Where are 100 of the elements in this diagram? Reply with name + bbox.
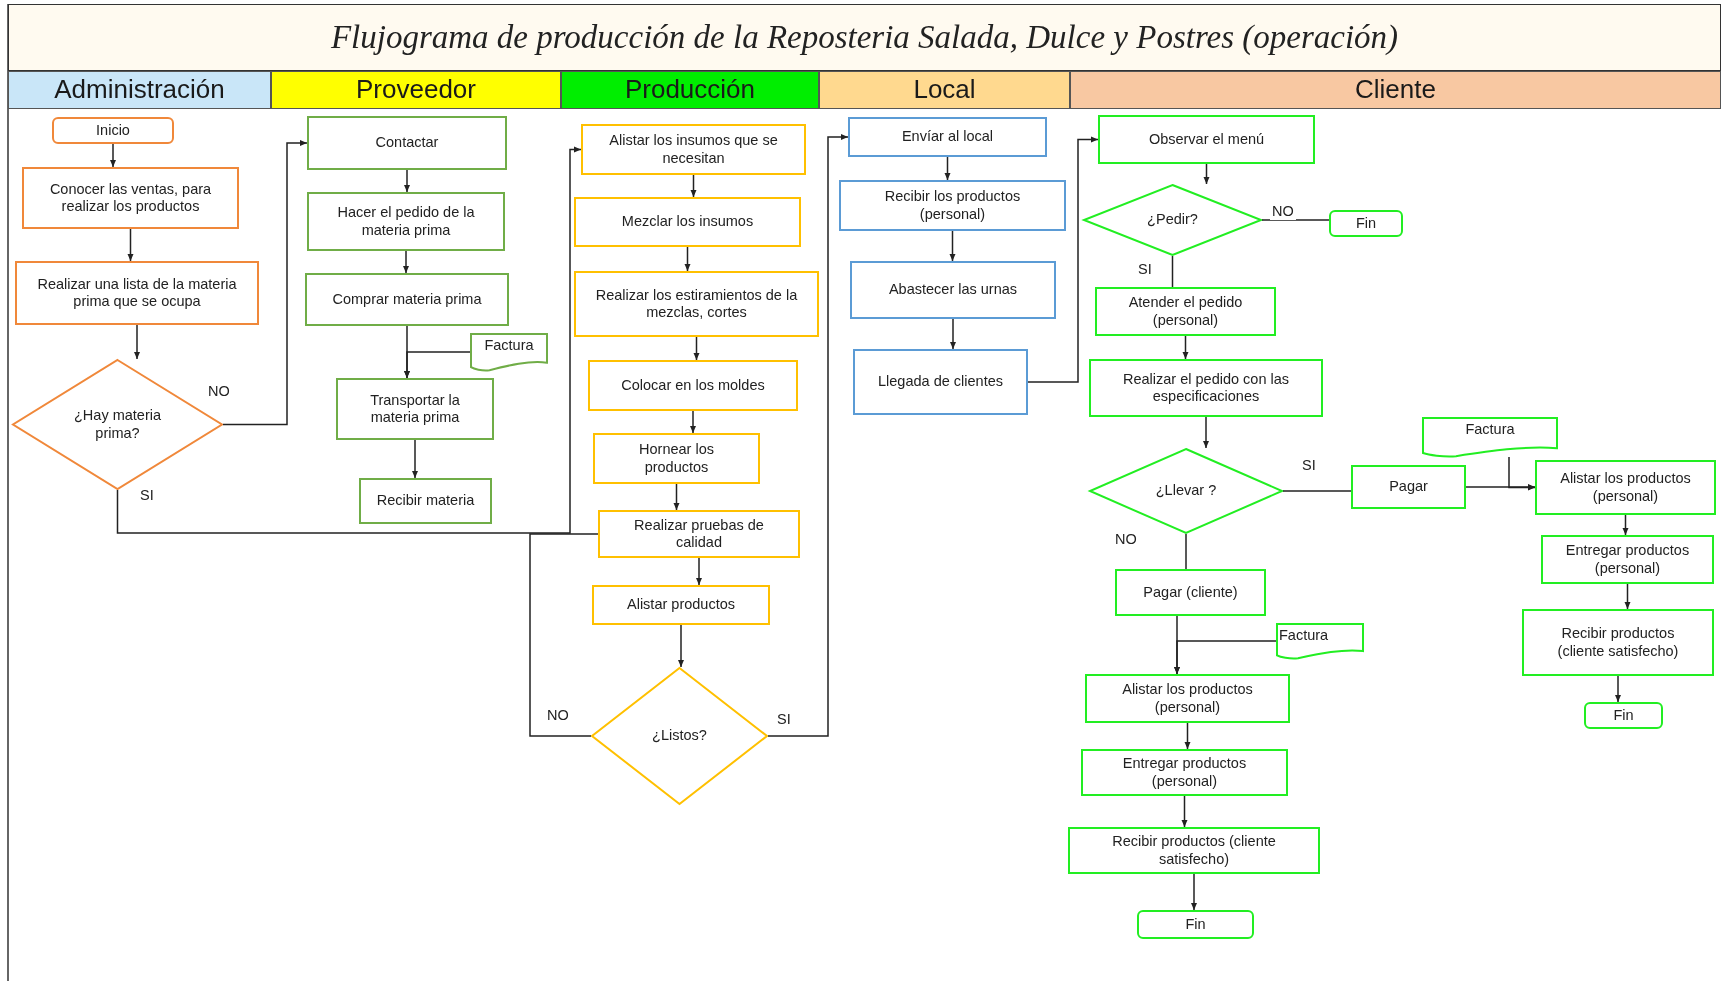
step-text: Recibir productos (cliente satisfecho) (1556, 625, 1680, 660)
step-text: Conocer las ventas, para realizar los productos (48, 180, 213, 216)
document-shape (1422, 417, 1558, 457)
lane-header (561, 71, 819, 109)
step-text: Recibir productos (cliente satisfecho) (1111, 833, 1277, 868)
step-text: Realizar una lista de la materia prima que se ocupa (36, 275, 238, 311)
step-text: Hacer el pedido de la materia prima (336, 204, 476, 239)
process-box (305, 273, 509, 326)
step-text: Transportar la materia prima (369, 391, 461, 427)
step-text: Llegada de clientes (877, 373, 1004, 391)
arrow (134, 324, 140, 360)
process-box (850, 261, 1056, 319)
lane-header (271, 71, 561, 109)
step-text: Realizar los estiramientos de la mezclas, cortes (594, 286, 799, 322)
step-text: ¿Pedir? (1146, 211, 1199, 229)
connector-line (1171, 255, 1174, 288)
terminal-box (1584, 702, 1663, 729)
lane-header (1070, 71, 1721, 109)
arrow (403, 250, 409, 274)
process-box (1541, 535, 1714, 584)
process-box (1115, 569, 1266, 616)
arrow (1624, 583, 1631, 610)
arrow (1203, 163, 1210, 185)
process-box (1098, 115, 1315, 164)
step-text: Entregar productos (personal) (1564, 542, 1691, 577)
step-text: Envíar al local (900, 128, 995, 146)
step-text: Pagar (1388, 478, 1429, 496)
step-text: Alistar los productos (personal) (1121, 681, 1254, 716)
step-text: Factura (483, 337, 535, 355)
arrow (127, 228, 134, 262)
arrow (1203, 416, 1209, 449)
decision-diamond (591, 667, 768, 805)
process-box (1095, 287, 1276, 336)
decision-diamond (1083, 184, 1262, 256)
process-box (1535, 460, 1716, 515)
arrow (1174, 640, 1277, 675)
step-text: Realizar el pedido con las especificaciones (1121, 370, 1290, 406)
arrow (404, 169, 410, 193)
process-box (1089, 359, 1323, 417)
step-text: Comprar materia prima (331, 290, 483, 309)
process-box (848, 117, 1047, 157)
step-text: Contactar (374, 134, 440, 152)
connector-line (1185, 533, 1187, 570)
arrow (1182, 335, 1189, 360)
step-text: Mezclar los insumos (620, 213, 755, 231)
arrow (1622, 514, 1629, 536)
process-box (839, 180, 1066, 231)
process-box (1085, 674, 1290, 723)
process-box (593, 433, 760, 484)
connector-line (529, 533, 599, 737)
edge-label: NO (1270, 204, 1296, 220)
process-box (1522, 609, 1714, 676)
process-box (22, 167, 239, 229)
step-text: ¿Llevar ? (1154, 482, 1218, 500)
terminal-box (52, 117, 174, 144)
step-text: ¿Hay materia prima? (73, 407, 162, 442)
arrow (110, 143, 116, 168)
step-text: Pagar (cliente) (1142, 583, 1239, 602)
arrow (1181, 795, 1188, 828)
arrow (1508, 456, 1536, 491)
process-box (581, 124, 806, 175)
process-box (336, 378, 494, 440)
process-box (592, 585, 770, 625)
arrow (1027, 136, 1099, 383)
step-text: Alistar los productos (personal) (1559, 470, 1692, 505)
arrow (684, 246, 691, 272)
step-text: Inicio (95, 121, 131, 140)
step-text: Fin (1612, 706, 1635, 725)
step-text: Recibir los productos (personal) (883, 188, 1022, 223)
terminal-box (1329, 210, 1403, 237)
process-box (1081, 749, 1288, 796)
arrow (690, 174, 697, 198)
process-box (853, 349, 1028, 415)
process-box (307, 116, 507, 170)
step-text: Factura (1464, 421, 1516, 439)
arrow (693, 336, 700, 361)
arrow (678, 624, 684, 668)
step-text: Factura (1278, 627, 1330, 645)
process-box (15, 261, 259, 325)
decision-diamond (1089, 448, 1283, 534)
lane-title: Proveedor (355, 74, 477, 106)
process-box (598, 510, 800, 558)
step-text: Alistar productos (626, 596, 736, 614)
lane-header (819, 71, 1070, 109)
process-box (1351, 465, 1466, 509)
connector-line (1282, 490, 1352, 492)
document-shape (470, 333, 548, 371)
terminal-box (1137, 910, 1254, 939)
step-text: Fin (1354, 214, 1378, 233)
arrow (690, 410, 696, 434)
process-box (574, 197, 801, 247)
process-box (307, 192, 505, 251)
arrow (944, 156, 951, 181)
arrow (1465, 484, 1536, 490)
step-text: Fin (1184, 915, 1207, 934)
arrow (696, 557, 702, 586)
step-text: Observar el menú (1147, 130, 1266, 149)
arrow (1184, 722, 1191, 750)
step-text: Abastecer las urnas (887, 281, 1019, 299)
step-text: Hornear los productos (638, 441, 715, 476)
